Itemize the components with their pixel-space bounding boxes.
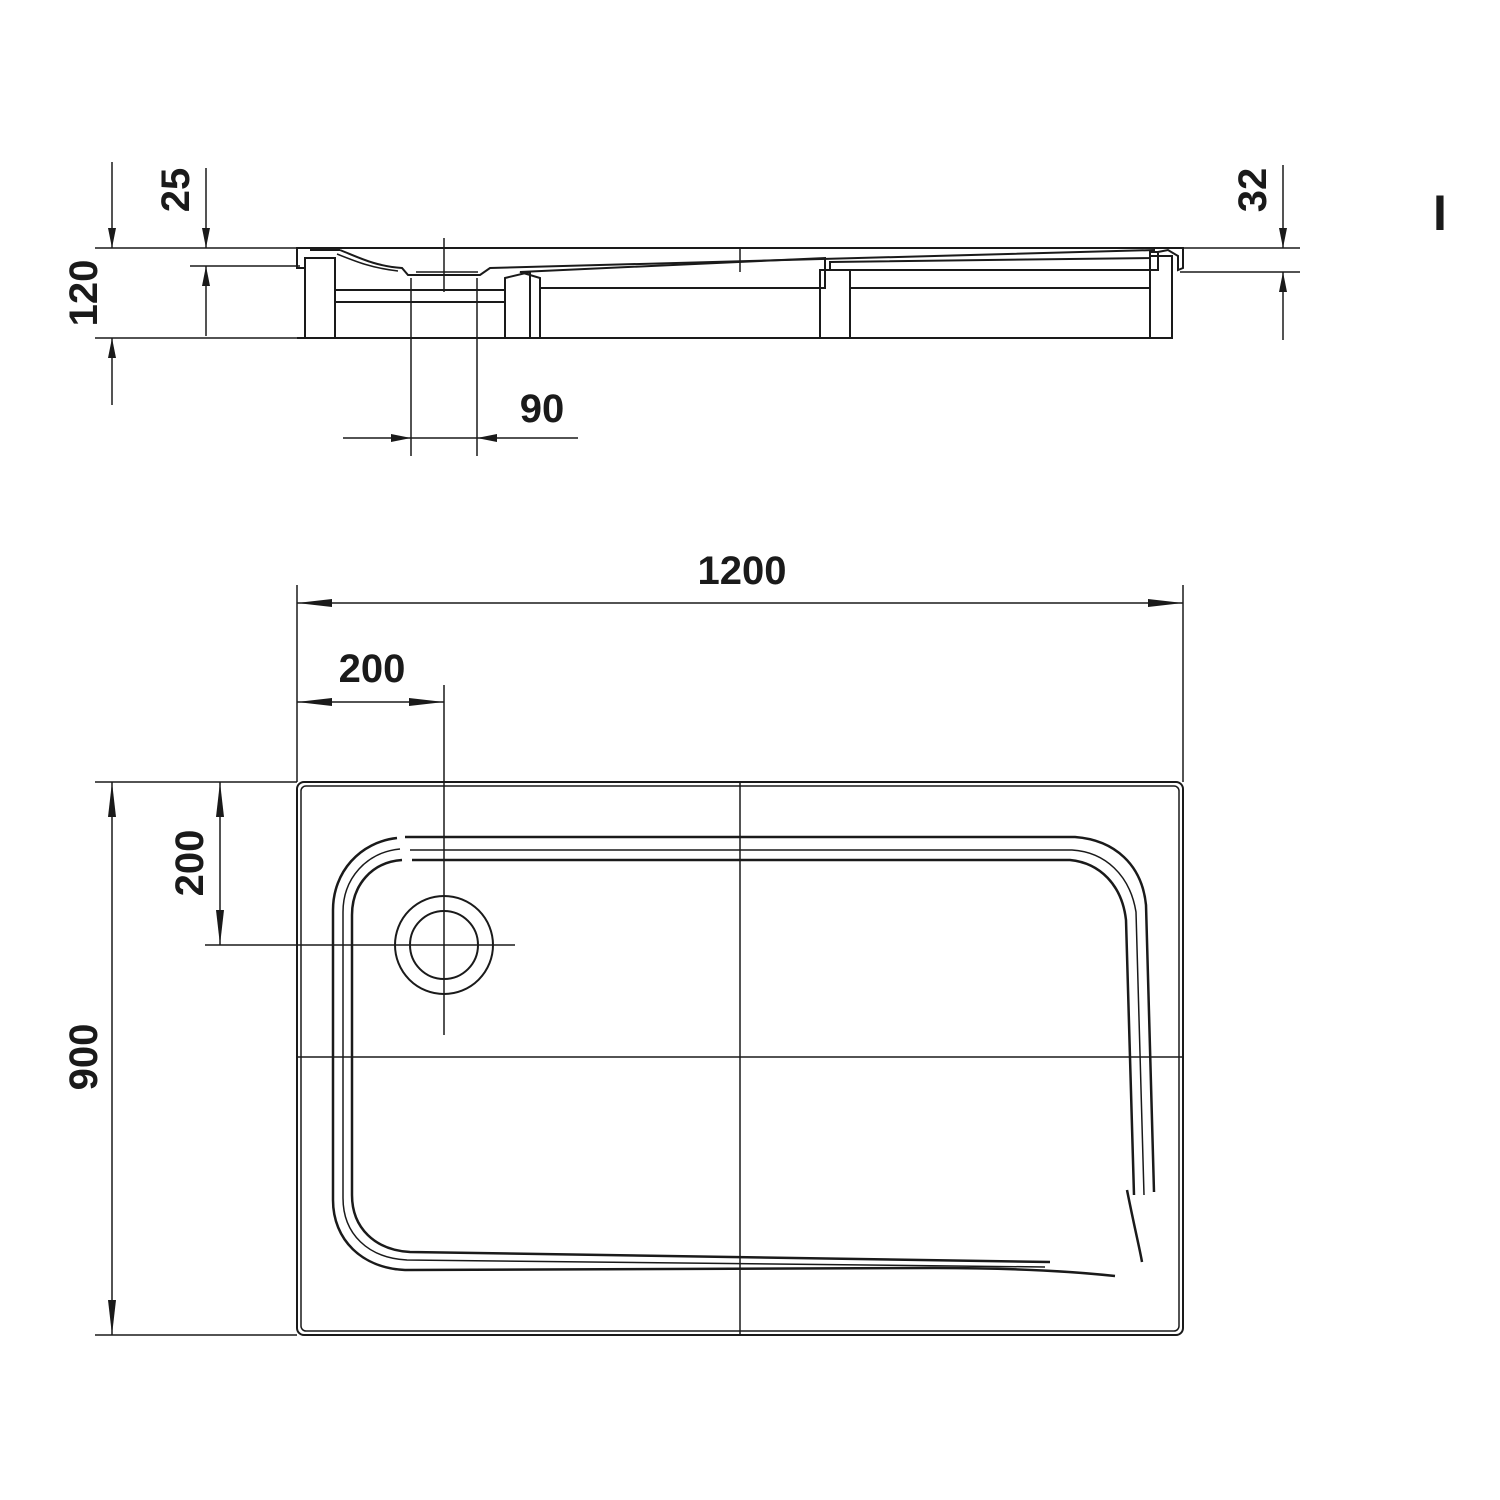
hatched-sections	[304, 255, 1173, 339]
dim-label-25: 25	[154, 168, 198, 213]
dim-drain-90: 90	[343, 278, 578, 456]
section-view: 120 25 32	[62, 162, 1447, 456]
dim-drain-y-200: 200	[168, 782, 224, 945]
drain-icon	[205, 895, 515, 995]
dim-drain-x-200: 200	[297, 647, 445, 1035]
dim-height-120: 120	[62, 162, 116, 405]
dim-label-1200: 1200	[698, 549, 787, 593]
dim-height-25: 25	[154, 168, 210, 336]
dim-label-900: 900	[62, 1024, 106, 1091]
basin-contours	[331, 835, 1156, 1278]
dim-label-90: 90	[520, 387, 565, 431]
dim-width-1200: 1200	[296, 549, 1184, 782]
dim-height-32: 32	[1231, 165, 1287, 340]
view-mark: I	[1433, 185, 1447, 241]
plan-view: 1200 200 900 200	[62, 549, 1184, 1336]
dim-label-200-y: 200	[168, 830, 212, 897]
dim-label-200-x: 200	[339, 647, 406, 691]
dim-label-32: 32	[1231, 168, 1275, 213]
dim-label-120: 120	[62, 260, 106, 327]
dim-depth-900: 900	[62, 781, 297, 1336]
